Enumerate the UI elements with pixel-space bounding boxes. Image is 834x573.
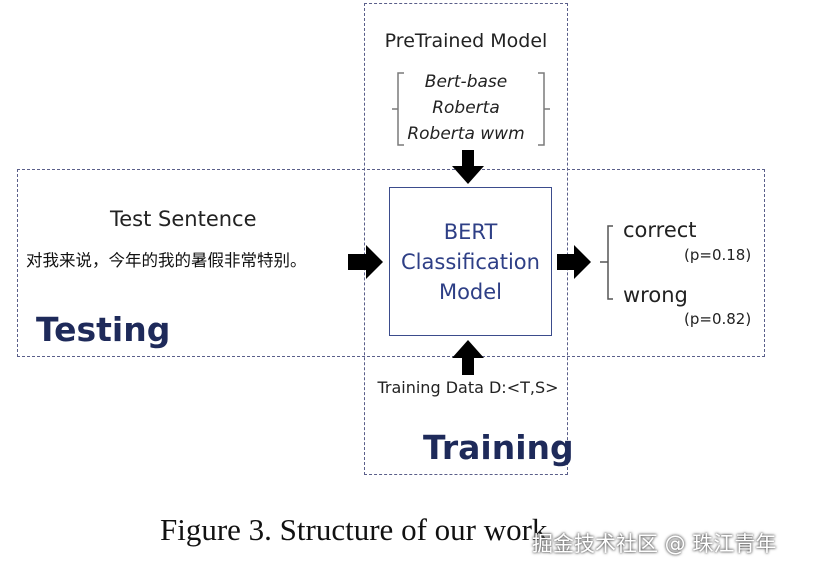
testing-region-border (17, 169, 765, 357)
training-region-border (364, 3, 568, 475)
bert-classification-model-box: BERT Classification Model (389, 187, 552, 336)
training-label: Training (423, 428, 574, 467)
pretrained-model-title: PreTrained Model (384, 30, 548, 52)
test-sentence-label: Test Sentence (110, 207, 257, 231)
model-list-right-bracket (538, 72, 550, 146)
model-list-left-bracket (392, 72, 404, 146)
test-sentence-text: 对我来说，今年的我的暑假非常特别。 (26, 251, 307, 270)
figure-caption: Figure 3. Structure of our work (160, 512, 548, 547)
output-correct-label: correct (623, 218, 697, 242)
bert-box-line-1: BERT (443, 219, 498, 244)
output-correct-probability: (p=0.18) (684, 246, 752, 264)
output-wrong-probability: (p=0.82) (684, 310, 752, 328)
training-data-to-model-arrow (452, 340, 484, 375)
pretrained-model-list: Bert-base Roberta Roberta wwm (364, 69, 568, 147)
training-data-label: Training Data D:<T,S> (377, 378, 559, 397)
output-brace (600, 225, 613, 300)
sentence-to-model-arrow (348, 245, 383, 279)
model-item-roberta-wwm: Roberta wwm (407, 124, 525, 144)
pretrained-to-model-arrow (452, 150, 484, 184)
watermark-text: 掘金技术社区 @ 珠江青年 (532, 532, 777, 556)
testing-label: Testing (36, 310, 171, 349)
bert-box-line-3: Model (438, 279, 503, 304)
output-wrong-label: wrong (623, 283, 688, 307)
model-to-output-arrow (557, 245, 591, 279)
model-item-bert-base: Bert-base (424, 72, 508, 92)
bert-box-line-2: Classification (401, 249, 540, 274)
model-item-roberta: Roberta (432, 98, 500, 118)
